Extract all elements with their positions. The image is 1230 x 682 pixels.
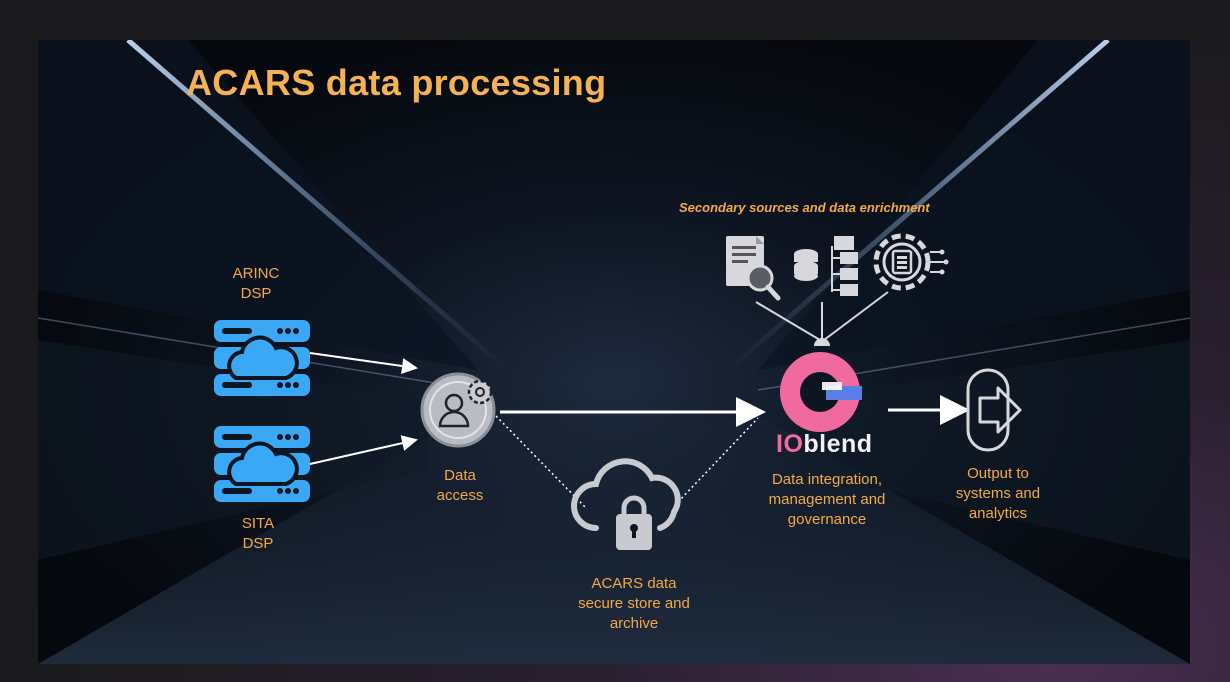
cloud-lock-icon: [571, 458, 681, 550]
link-doc-to-ioblend: [755, 301, 821, 341]
data-access-label: Data access: [436, 467, 484, 504]
ioblend-logo-icon: [780, 352, 862, 432]
brand-prefix: IO: [776, 430, 804, 458]
dotted-store-to-ioblend: [677, 417, 759, 503]
sita-label: SITA DSP: [241, 515, 275, 552]
sita-server-icon: [214, 426, 310, 502]
arrow-arinc-to-access: [309, 352, 418, 374]
connector-cap: [814, 338, 830, 346]
output-export-icon: [966, 368, 1022, 452]
tunnel-background: [38, 40, 1190, 664]
ioblend-brand-name: IOblend: [776, 430, 873, 459]
output-label: Output to systems and analytics: [955, 465, 1041, 522]
slide-frame: ACARS data processing: [38, 40, 1190, 664]
database-tree-icon: [794, 236, 858, 296]
diagram: [214, 233, 1022, 550]
arinc-label: ARINC DSP: [232, 265, 280, 302]
page-title: ACARS data processing: [186, 62, 607, 103]
gear-chip-icon: [873, 233, 949, 291]
arrow-sita-to-access: [309, 435, 418, 465]
dotted-access-to-store: [495, 415, 587, 509]
arinc-server-icon: [214, 320, 310, 396]
brand-suffix: blend: [803, 430, 873, 458]
secondary-sources-label: Secondary sources and data enrichment: [679, 200, 930, 215]
data-access-icon: [420, 372, 496, 448]
store-label: ACARS data secure store and archive: [578, 575, 690, 632]
integration-label: Data integration, management and governa…: [768, 471, 886, 528]
document-search-icon: [726, 236, 781, 301]
link-gear-to-ioblend: [823, 291, 889, 341]
